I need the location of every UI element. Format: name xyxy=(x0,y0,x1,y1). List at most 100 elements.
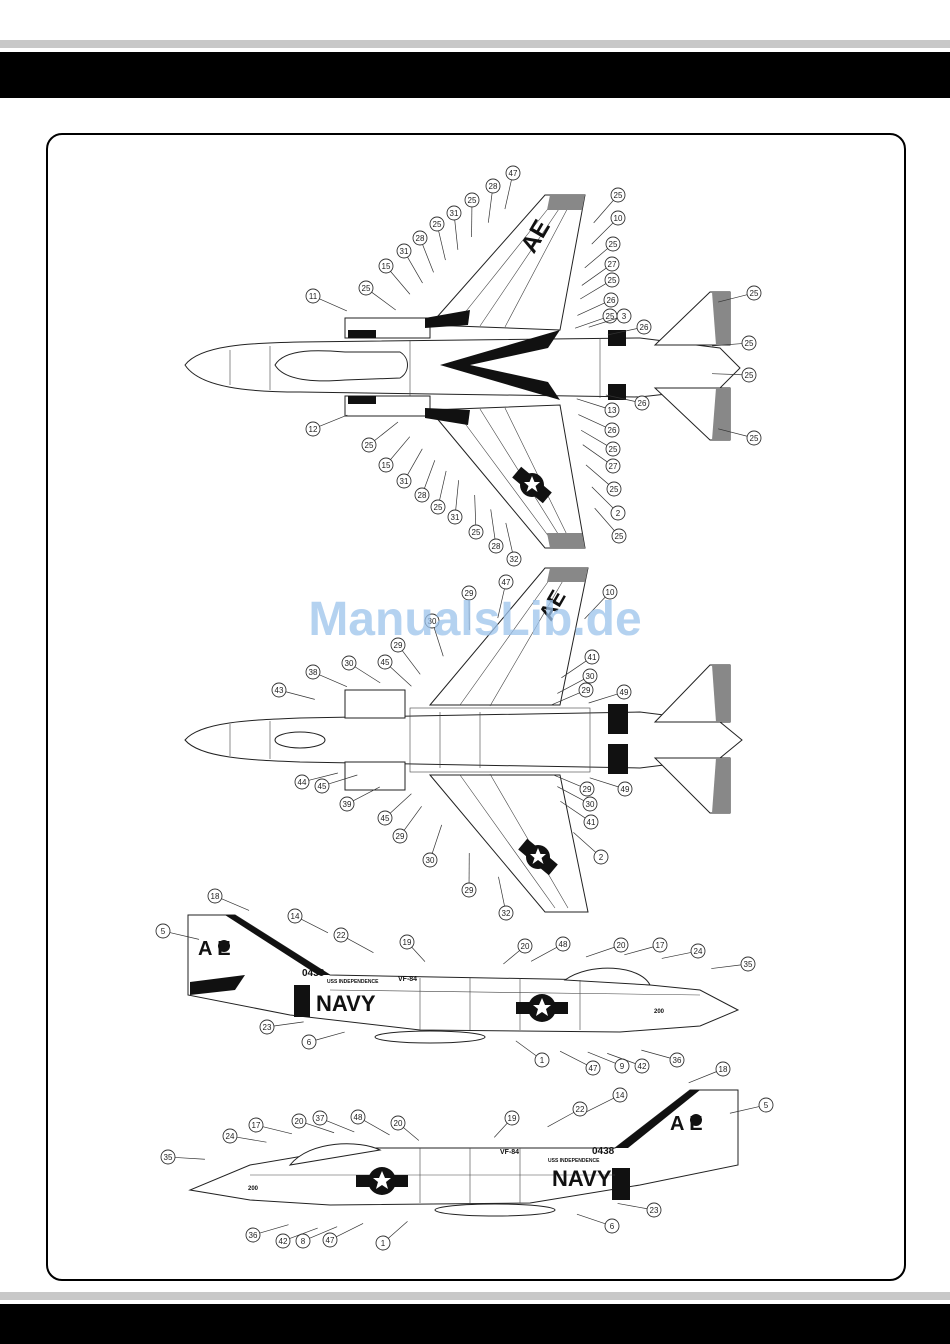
callout-right_side-19: 19 xyxy=(399,934,415,950)
callout-number: 3 xyxy=(622,312,627,321)
callout-number: 28 xyxy=(418,491,427,500)
callout-circle xyxy=(604,272,620,288)
callout-number: 39 xyxy=(343,800,352,809)
callout-top-25: 25 xyxy=(611,528,627,544)
callout-leader-line xyxy=(578,414,606,428)
callout-leader-line xyxy=(586,1097,614,1112)
callout-circle xyxy=(207,888,223,904)
callout-leader-line xyxy=(498,876,505,907)
callout-bottom-45: 45 xyxy=(377,654,393,670)
callout-number: 1 xyxy=(540,1056,545,1065)
callout-top-31: 31 xyxy=(396,473,412,489)
callout-left_side-14: 14 xyxy=(612,1087,628,1103)
callout-number: 5 xyxy=(161,927,166,936)
callout-top-3: 3 xyxy=(616,308,632,324)
callout-bottom-43: 43 xyxy=(271,682,287,698)
callout-circle xyxy=(461,882,477,898)
callout-circle xyxy=(396,473,412,489)
callout-circle xyxy=(572,1101,588,1117)
callout-circle xyxy=(585,1060,601,1076)
callout-leader-line xyxy=(712,373,743,376)
callout-top-15: 15 xyxy=(378,457,394,473)
callout-circle xyxy=(294,774,310,790)
callout-leader-line xyxy=(711,964,742,969)
callout-leader-line xyxy=(431,824,443,854)
callout-number: 18 xyxy=(211,892,220,901)
callout-bottom-39: 39 xyxy=(339,796,355,812)
callout-right_side-1: 1 xyxy=(534,1052,550,1068)
skull-icon-right xyxy=(218,940,230,952)
callout-number: 42 xyxy=(279,1237,288,1246)
callout-top-26: 26 xyxy=(634,395,650,411)
callout-leader-line xyxy=(389,793,412,814)
callout-leader-line xyxy=(503,950,520,965)
callout-leader-line xyxy=(587,1051,616,1064)
callout-leader-line xyxy=(504,179,512,210)
callout-circle xyxy=(341,655,357,671)
callout-bottom-41: 41 xyxy=(584,649,600,665)
callout-number: 26 xyxy=(640,323,649,332)
callout-top-25: 25 xyxy=(605,236,621,252)
skull-icon-left xyxy=(690,1114,702,1126)
callout-leader-line xyxy=(301,918,329,934)
callout-circle xyxy=(322,1232,338,1248)
callout-number: 25 xyxy=(609,445,618,454)
callout-right_side-6: 6 xyxy=(301,1034,317,1050)
callout-number: 28 xyxy=(489,182,498,191)
callout-bottom-30: 30 xyxy=(424,613,440,629)
callout-circle xyxy=(461,585,477,601)
callout-circle xyxy=(555,936,571,952)
callout-leader-line xyxy=(576,1213,606,1225)
callout-leader-line xyxy=(582,444,608,463)
callout-number: 43 xyxy=(275,686,284,695)
callout-top-13: 13 xyxy=(604,402,620,418)
callout-leader-line xyxy=(424,460,436,489)
callout-number: 29 xyxy=(396,832,405,841)
callout-left_side-48: 48 xyxy=(350,1109,366,1125)
callout-leader-line xyxy=(594,507,615,531)
callout-bottom-2: 2 xyxy=(593,849,609,865)
navy-label-left: NAVY xyxy=(552,1166,612,1191)
callout-circle xyxy=(446,205,462,221)
callout-left_side-42: 42 xyxy=(275,1233,291,1249)
callout-top-25: 25 xyxy=(604,272,620,288)
callout-number: 38 xyxy=(309,668,318,677)
callout-bottom-30: 30 xyxy=(341,655,357,671)
callout-number: 14 xyxy=(616,1091,625,1100)
callout-leader-line xyxy=(557,678,584,694)
callout-circle xyxy=(305,288,321,304)
callout-leader-line xyxy=(551,692,580,705)
callout-right_side-20: 20 xyxy=(613,937,629,953)
callout-number: 36 xyxy=(249,1231,258,1240)
callout-top-27: 27 xyxy=(604,256,620,272)
callout-top-25: 25 xyxy=(605,441,621,457)
callout-bottom-49: 49 xyxy=(616,684,632,700)
callout-leader-line xyxy=(454,219,459,250)
callout-number: 31 xyxy=(400,247,409,256)
callout-circle xyxy=(605,458,621,474)
callout-number: 49 xyxy=(621,785,630,794)
watermark: ManualsLib.de xyxy=(308,593,642,646)
callout-top-25: 25 xyxy=(602,308,618,324)
callout-circle xyxy=(690,943,706,959)
callout-number: 20 xyxy=(295,1117,304,1126)
callout-number: 25 xyxy=(609,240,618,249)
callout-number: 31 xyxy=(451,513,460,522)
callout-number: 41 xyxy=(587,818,596,827)
callout-number: 6 xyxy=(307,1038,312,1047)
squadron-label-right: VF-84 xyxy=(398,976,417,983)
callout-circle xyxy=(358,280,374,296)
callout-circle xyxy=(414,487,430,503)
callout-number: 22 xyxy=(337,931,346,940)
callout-leader-line xyxy=(346,938,374,954)
callout-number: 19 xyxy=(508,1114,517,1123)
callout-left_side-17: 17 xyxy=(248,1117,264,1133)
callout-number: 9 xyxy=(620,1062,625,1071)
callout-left_side-22: 22 xyxy=(572,1101,588,1117)
callout-number: 27 xyxy=(608,260,617,269)
callout-left_side-1: 1 xyxy=(375,1235,391,1251)
callout-circle xyxy=(399,934,415,950)
callout-leader-line xyxy=(490,509,496,540)
